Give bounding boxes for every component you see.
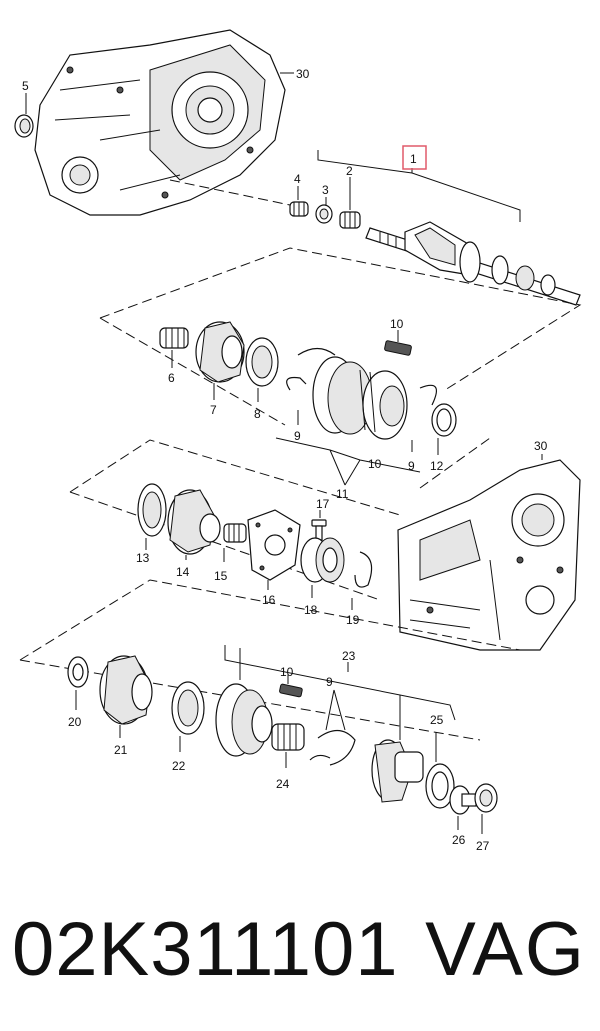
label-3: 3 [322,183,329,197]
label-5: 5 [22,79,29,93]
main-shaft [365,221,581,306]
circlip-9-lower-b [309,754,331,761]
circlip-9-lower-a [317,729,356,766]
label-7: 7 [210,403,217,417]
plate-16 [247,509,301,581]
bolt-17 [311,519,327,541]
seal-5 [14,114,34,138]
label-9-c: 9 [326,675,333,689]
ring-3 [315,204,333,224]
needle-bearing-15 [223,523,247,543]
synchro-ring-22 [171,681,205,735]
synchro-ring-8 [245,337,279,387]
label-9-a: 9 [294,429,301,443]
label-19: 19 [346,613,360,627]
label-6: 6 [168,371,175,385]
footer: 02K311101 VAG [0,900,600,1010]
washer-20 [67,656,89,688]
label-26: 26 [452,833,466,847]
highlight-box-1 [402,145,427,170]
label-14: 14 [176,565,190,579]
bearing-18 [300,537,345,583]
label-15: 15 [214,569,228,583]
label-8: 8 [254,407,261,421]
flange-26 [449,785,477,815]
seal-25 [425,763,455,809]
brand-name: VAG [425,907,586,992]
label-25: 25 [430,713,444,727]
label-9-b: 9 [408,459,415,473]
circlip-9-upper [297,347,336,356]
label-4: 4 [294,172,301,186]
label-22: 22 [172,759,186,773]
label-10-a: 10 [390,317,404,331]
label-1: 1 [410,152,417,166]
label-23: 23 [342,649,356,663]
gear-7 [195,321,245,383]
gearbox-housing-right [397,459,581,651]
label-12: 12 [430,459,444,473]
label-2: 2 [346,164,353,178]
synchro-hub-11 [312,356,408,440]
label-13: 13 [136,551,150,565]
part-number: 02K311101 [12,907,399,992]
cap-27 [474,783,498,813]
exploded-gearbox-diagram: 30 5 1 4 3 2 [14,29,582,853]
circlip-9-right [419,384,438,406]
circlip-9-left [286,376,307,391]
label-27: 27 [476,839,490,853]
label-16: 16 [262,593,276,607]
synchro-ring-13 [137,483,167,537]
key-10-top [384,340,412,356]
label-20: 20 [68,715,82,729]
output-gear [371,739,424,803]
gear-14 [167,489,221,555]
circlip-19 [354,551,373,588]
gear-21 [99,655,153,725]
label-17: 17 [316,497,330,511]
synchro-hub-23 [215,683,273,757]
key-10-lower [279,683,303,698]
label-30-right: 30 [534,439,548,453]
label-10-b: 10 [368,457,382,471]
label-11: 11 [336,487,349,501]
label-10-c: 10 [280,665,294,679]
needle-bearing-24 [271,723,305,751]
bearing-2 [339,211,361,229]
needle-bearing-6 [159,327,189,349]
label-21: 21 [114,743,128,757]
gearbox-housing-top [34,29,286,216]
bearing-4 [289,201,309,217]
label-30-top: 30 [296,67,310,81]
label-24: 24 [276,777,290,791]
ring-12 [431,403,457,437]
